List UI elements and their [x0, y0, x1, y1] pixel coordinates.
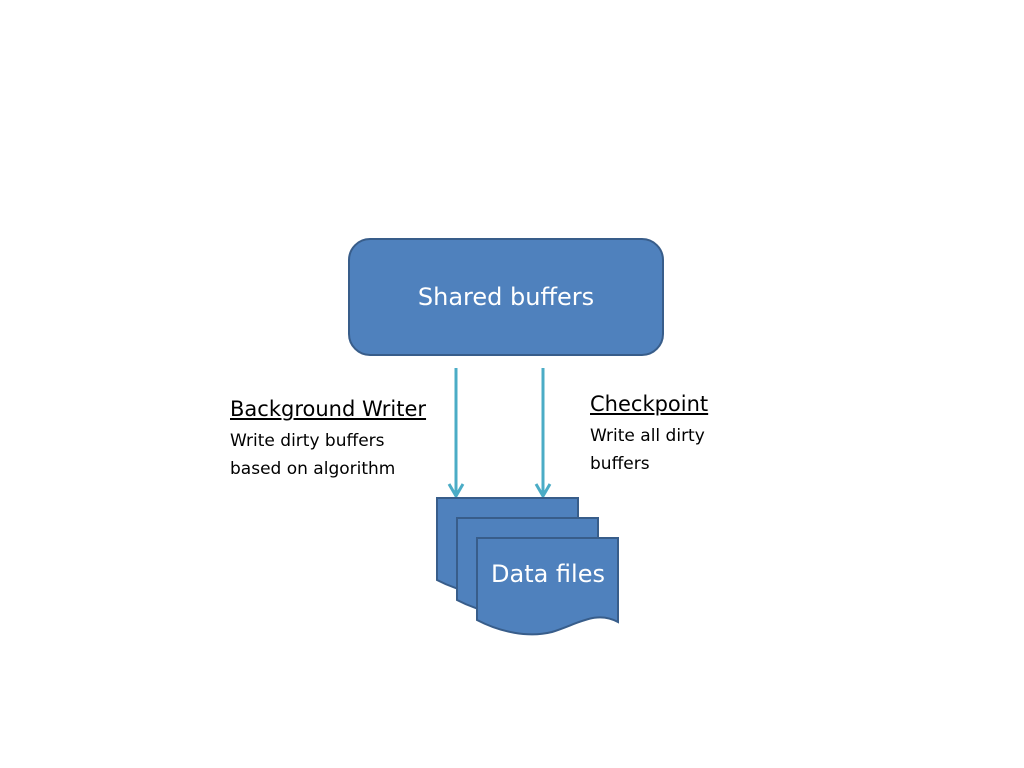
data-files-label: Data files	[491, 560, 605, 588]
background-writer-annotation: Background Writer Write dirty buffers ba…	[230, 397, 450, 483]
checkpoint-title: Checkpoint	[590, 392, 709, 416]
background-writer-arrowhead	[447, 483, 465, 499]
checkpoint-desc-line1: Write all dirty	[590, 426, 705, 446]
background-writer-desc-line1: Write dirty buffers	[230, 431, 385, 451]
background-writer-title: Background Writer	[230, 397, 427, 421]
checkpoint-arrowhead	[534, 483, 552, 499]
data-files-stack	[436, 497, 619, 636]
document-front	[476, 537, 619, 636]
checkpoint-desc-line2: buffers	[590, 454, 650, 474]
background-writer-desc-line2: based on algorithm	[230, 459, 396, 479]
checkpoint-annotation: Checkpoint Write all dirty buffers	[590, 392, 750, 478]
shared-buffers-label: Shared buffers	[417, 283, 595, 311]
shared-buffers-node: Shared buffers	[348, 238, 664, 356]
